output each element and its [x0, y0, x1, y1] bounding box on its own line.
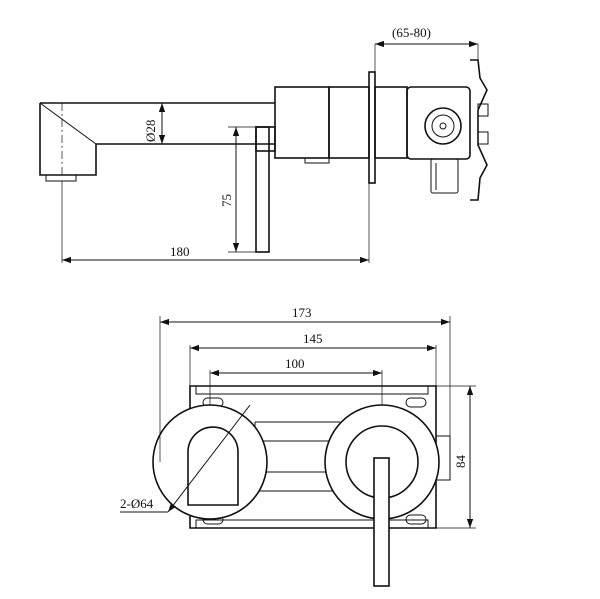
- front-view: 173 145 100 84 2-Ø64: [120, 305, 476, 587]
- dimension-center-distance: 100: [209, 356, 383, 405]
- valve-body-side: [274, 59, 489, 201]
- label-depth-range: (65-80): [392, 25, 431, 40]
- spout-cover-plate: [152, 404, 268, 520]
- mixer-cover-plate: [324, 404, 440, 587]
- dimension-depth: (65-80): [374, 25, 479, 72]
- label-diameter: Ø28: [143, 120, 158, 142]
- label-center-distance: 100: [285, 356, 305, 371]
- side-view: (65-80) Ø28 75 180: [39, 25, 489, 264]
- lever-handle-front: [373, 457, 390, 587]
- spout: [39, 102, 275, 182]
- label-cover-diameter: 2-Ø64: [120, 496, 154, 511]
- label-plate-height: 84: [453, 455, 468, 469]
- lever-handle-side: [255, 126, 276, 253]
- label-height: 75: [219, 194, 234, 207]
- dimension-plate-height: 84: [436, 385, 476, 529]
- mounting-slot: [405, 514, 427, 525]
- dimension-length: 180: [61, 181, 370, 264]
- dimension-plate-width: 145: [189, 331, 437, 386]
- dimension-overall-width: 173: [159, 305, 451, 462]
- dimension-cover-diameter: 2-Ø64: [120, 404, 251, 513]
- label-plate-width: 145: [303, 331, 323, 346]
- label-length: 180: [170, 244, 190, 259]
- mounting-slot: [405, 397, 427, 408]
- label-overall-width: 173: [292, 305, 312, 320]
- dimension-diameter: Ø28: [143, 103, 166, 144]
- dimension-height: 75: [219, 126, 256, 253]
